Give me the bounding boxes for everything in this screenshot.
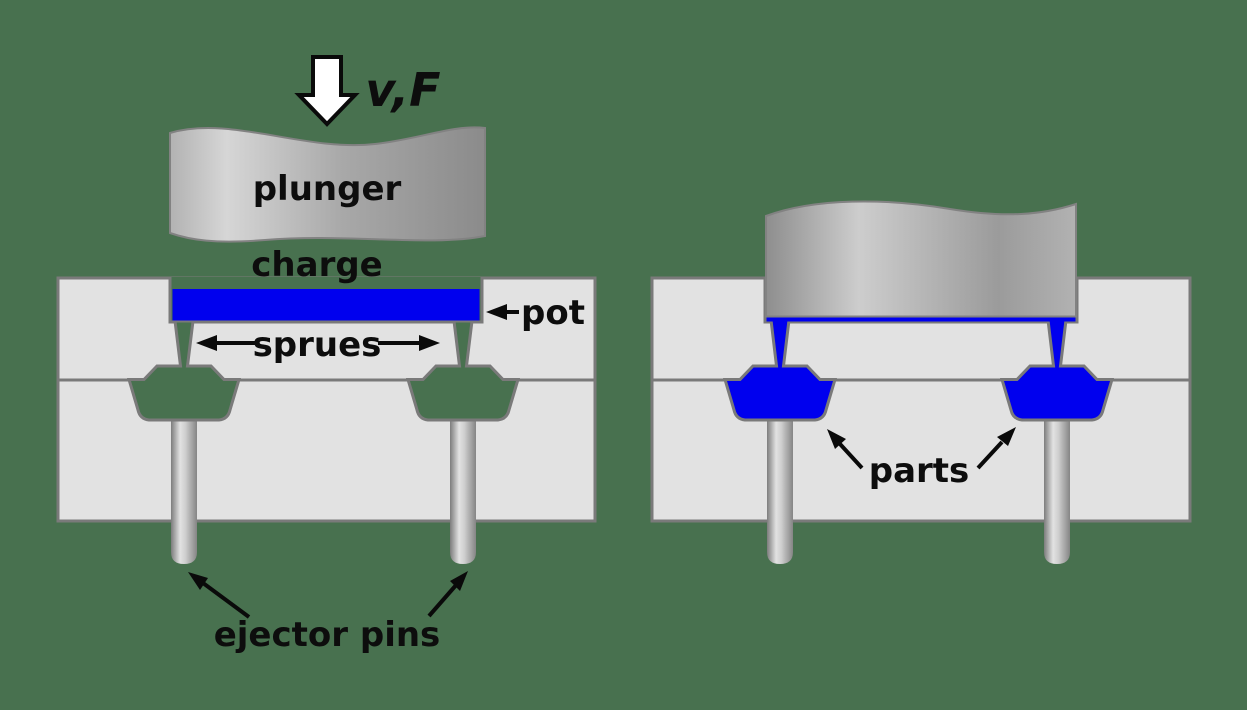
force-label: v,F — [365, 63, 441, 117]
sprues-arrow-right — [378, 335, 440, 351]
charge-label: charge — [251, 245, 383, 285]
pot-label: pot — [521, 293, 585, 333]
charge-bar — [172, 289, 480, 321]
molded-part-right — [999, 318, 1115, 422]
mold-cavity-left-empty — [126, 319, 242, 422]
ejector-pin-left — [171, 419, 197, 564]
right-diagram-after-transfer — [650, 200, 1192, 564]
plunger-pressed-shape — [765, 200, 1077, 318]
pot-arrow — [486, 304, 519, 320]
ejector-pin-right — [1044, 419, 1070, 564]
residual-charge-layer — [766, 315, 1076, 322]
sprues-arrow-left — [196, 335, 258, 351]
parts-arrow-left — [827, 429, 864, 470]
parts-label: parts — [868, 451, 970, 491]
ejector-pin-right — [450, 419, 476, 564]
down-arrow-icon — [294, 55, 360, 127]
parts-arrow-right — [976, 427, 1016, 470]
ejector-pins-label: ejector pins — [213, 615, 441, 655]
plunger-label: plunger — [252, 169, 402, 209]
molded-part-left — [722, 318, 838, 422]
ejector-pin-left — [767, 419, 793, 564]
mold-cavity-right-empty — [405, 319, 521, 422]
plunger-shape — [169, 126, 486, 243]
sprues-label: sprues — [252, 325, 382, 365]
ejector-pins-arrow-left — [188, 572, 251, 619]
left-diagram-before-transfer — [56, 55, 597, 619]
ejector-pins-arrow-right — [427, 571, 468, 618]
